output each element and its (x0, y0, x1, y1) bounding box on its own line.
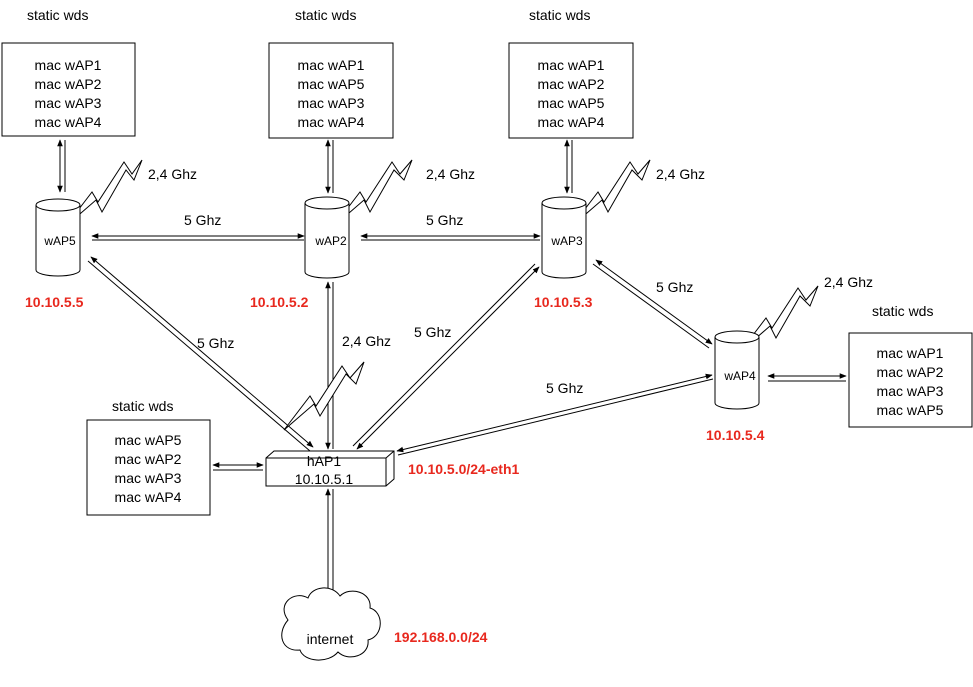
wds-entry: mac wAP4 (35, 114, 102, 130)
ip-label-wap2: 10.10.5.2 (250, 294, 309, 310)
band-label: 2,4 Ghz (824, 274, 873, 290)
wds-box-wap3: static wds mac wAP1 mac wAP2 mac wAP5 ma… (508, 7, 634, 139)
band-label: 5 Ghz (414, 324, 451, 340)
band-label: 5 Ghz (184, 212, 221, 228)
wds-entry: mac wAP5 (877, 402, 944, 418)
node-label: wAP5 (43, 234, 76, 248)
wds-entry: mac wAP3 (298, 95, 365, 111)
band-label: 2,4 Ghz (426, 166, 475, 182)
node-label: wAP4 (723, 369, 756, 383)
wds-title: static wds (112, 398, 173, 414)
net-label-internet: 192.168.0.0/24 (394, 629, 488, 645)
node-label: wAP3 (550, 234, 583, 248)
wds-title: static wds (27, 7, 88, 23)
wds-entry: mac wAP5 (115, 432, 182, 448)
band-label: 2,4 Ghz (148, 166, 197, 182)
wds-entry: mac wAP5 (298, 76, 365, 92)
wds-entry: mac wAP2 (538, 76, 605, 92)
wds-box-wap4: static wds mac wAP1 mac wAP2 mac wAP3 ma… (848, 303, 973, 428)
wds-entry: mac wAP5 (538, 95, 605, 111)
wds-entry: mac wAP4 (538, 114, 605, 130)
wds-entry: mac wAP3 (877, 383, 944, 399)
wireless-icons (65, 159, 819, 431)
wds-entry: mac wAP2 (35, 76, 102, 92)
ip-label-wap5: 10.10.5.5 (25, 294, 84, 310)
wds-entry: mac wAP1 (538, 57, 605, 73)
node-hap1: hAP1 10.10.5.1 (265, 450, 395, 487)
wds-entry: mac wAP4 (298, 114, 365, 130)
wds-title: static wds (872, 303, 933, 319)
wds-entry: mac wAP1 (35, 57, 102, 73)
wds-box-wap5: static wds mac wAP1 mac wAP2 mac wAP3 ma… (1, 7, 136, 137)
lightning-icon (65, 159, 143, 227)
wds-box-wap2: static wds mac wAP1 mac wAP5 mac wAP3 ma… (268, 7, 394, 139)
band-label: 2,4 Ghz (656, 166, 705, 182)
node-label: wAP2 (314, 234, 347, 248)
ip-label-wap4: 10.10.5.4 (706, 427, 765, 443)
band-label: 5 Ghz (546, 380, 583, 396)
wds-title: static wds (295, 7, 356, 23)
band-label: 2,4 Ghz (342, 333, 391, 349)
node-wap5: wAP5 (35, 198, 81, 277)
band-label: 5 Ghz (426, 212, 463, 228)
lightning-icon (283, 361, 365, 431)
ip-labels: 10.10.5.5 10.10.5.2 10.10.5.3 10.10.5.4 … (25, 294, 765, 645)
wds-entry: mac wAP3 (35, 95, 102, 111)
band-label: 5 Ghz (197, 335, 234, 351)
node-wap3: wAP3 (541, 196, 587, 279)
wds-title: static wds (529, 7, 590, 23)
wds-entry: mac wAP2 (115, 451, 182, 467)
lightning-icon (333, 159, 413, 227)
band-label: 5 Ghz (656, 279, 693, 295)
lightning-icon (739, 285, 819, 353)
lightning-icon (571, 159, 651, 227)
ip-label-wap3: 10.10.5.3 (534, 294, 593, 310)
wds-entry: mac wAP1 (298, 57, 365, 73)
node-label: internet (307, 631, 354, 647)
wds-connectors (57, 139, 847, 471)
node-wap2: wAP2 (304, 196, 350, 279)
band-labels: 2,4 Ghz 2,4 Ghz 2,4 Ghz 2,4 Ghz 2,4 Ghz … (148, 166, 873, 396)
wds-entry: mac wAP4 (115, 489, 182, 505)
node-wap4: wAP4 (714, 330, 760, 410)
wds-entry: mac wAP2 (877, 364, 944, 380)
wds-box-hap1: static wds mac wAP5 mac wAP2 mac wAP3 ma… (86, 398, 211, 516)
net-label-hap1: 10.10.5.0/24-eth1 (408, 461, 520, 477)
link-lines (87, 233, 714, 599)
node-label: hAP1 (307, 453, 341, 469)
wds-entry: mac wAP3 (115, 470, 182, 486)
node-internet: internet (281, 587, 381, 661)
node-ip: 10.10.5.1 (295, 471, 354, 487)
wds-entry: mac wAP1 (877, 345, 944, 361)
cloud-icon (281, 587, 381, 661)
